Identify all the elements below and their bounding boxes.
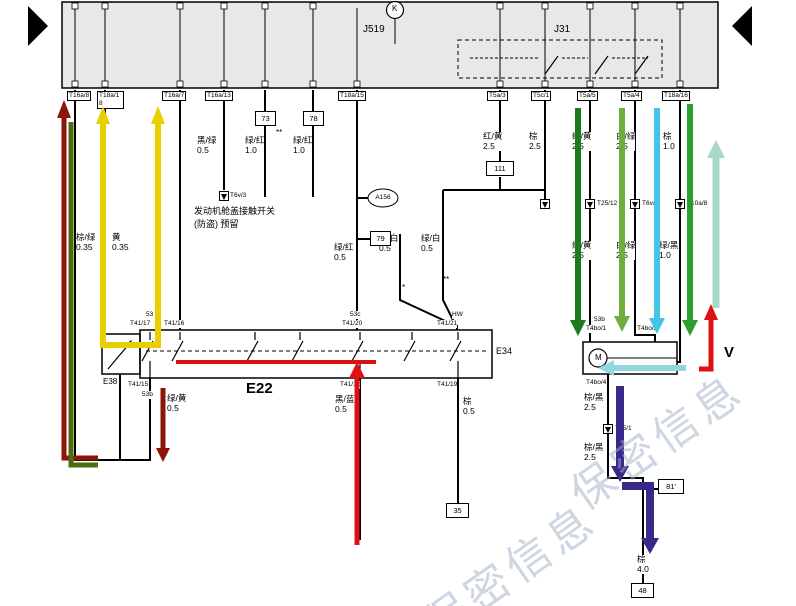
connector-label-motor-gnd: T25/1: [615, 425, 632, 433]
terminal-label-t5a5: T5a/5: [577, 91, 598, 101]
terminal-label-t5a3: T5a/3: [487, 91, 508, 101]
motor-pin-t4bo-4: T4bo/4: [586, 379, 607, 387]
e34-pin-t41-12: T41/12: [340, 381, 361, 389]
junction-a156-symbol: [367, 188, 399, 208]
ref-box-73: 73: [255, 111, 276, 126]
section-marker-circle: [385, 0, 405, 20]
connector-label-left: T25/12: [597, 200, 618, 208]
module-label-j31: J31: [554, 24, 571, 35]
connector-label-mid: T6v/2: [642, 200, 659, 208]
connector-label-right: T10a/8: [687, 200, 708, 208]
footnote-mark: **: [276, 128, 283, 137]
ref-box-81: 81': [658, 479, 684, 494]
e34-pin-t41-20: T41/20: [342, 320, 363, 328]
terminal-label-t16a8: T16a/8: [67, 91, 92, 101]
junction-a156-label: A156: [375, 194, 391, 201]
wires: [74, 90, 681, 583]
page-marker-right: [732, 6, 752, 46]
page-marker-left: [28, 6, 48, 46]
module-label-j519: J519: [363, 24, 385, 35]
ref-box-35: 35: [446, 503, 469, 518]
e34-pin-t41-21: T41/21: [437, 320, 458, 328]
terminal-label-t18a16: T18a/16: [662, 91, 690, 101]
band-terminal-squares: [71, 2, 684, 88]
component-label-e38: E38: [103, 377, 118, 386]
terminal-label-t5c1: T5c/1: [531, 91, 552, 101]
terminal-label-t5a4: T5a/4: [621, 91, 642, 101]
bus-band: [61, 0, 719, 89]
ref-box-48: 48: [631, 583, 654, 598]
relay-j31-internal-box: [457, 39, 663, 79]
annotation-v: V: [724, 344, 735, 361]
component-label-e34: E34: [496, 346, 513, 356]
terminal-label-t16a7: T16a/7: [162, 91, 187, 101]
e34-pin-t41-17: T41/17: [130, 320, 151, 328]
motor-pin-t4bo-2: T4bo/2: [637, 325, 658, 333]
ref-box-79: 79: [370, 231, 391, 246]
motor-pin-t4bo-1: T4bo/1: [586, 325, 607, 333]
terminal-label-t18a18: T18a/18: [97, 91, 124, 109]
ref-box-78: 78: [303, 111, 324, 126]
e34-pin-hw: HW: [452, 311, 463, 319]
hood-switch-text-line1: 发动机舱盖接触开关: [194, 205, 276, 217]
e34-pin-53: 53: [146, 311, 154, 319]
e34-pin-53b: 53b: [142, 391, 153, 399]
connector-label-t6v3: T6v/3: [230, 192, 247, 200]
motor-pin-53b: 53b: [594, 316, 605, 324]
component-e34-box: [139, 329, 493, 379]
component-e38-box: [101, 333, 141, 375]
footnote-mark: *: [402, 283, 406, 292]
motor-m-symbol-label: M: [595, 353, 602, 362]
section-marker-k: K: [392, 4, 398, 13]
annotation-e22: E22: [246, 380, 273, 397]
terminal-label-t18a15: T18a/15: [338, 91, 366, 101]
terminal-label-t16a13: T16a/13: [205, 91, 233, 101]
hood-switch-text-line2: (防盗) 预留: [194, 218, 239, 230]
e34-pin-t41-15: T41/15: [128, 381, 149, 389]
ref-box-111: 111: [486, 161, 514, 176]
connector-symbols: [219, 191, 685, 434]
footnote-mark: **: [443, 275, 450, 284]
e34-pin-53c: 53c: [350, 311, 361, 319]
e34-pin-t41-16: T41/16: [164, 320, 185, 328]
e34-pin-t41-19: T41/19: [437, 381, 458, 389]
